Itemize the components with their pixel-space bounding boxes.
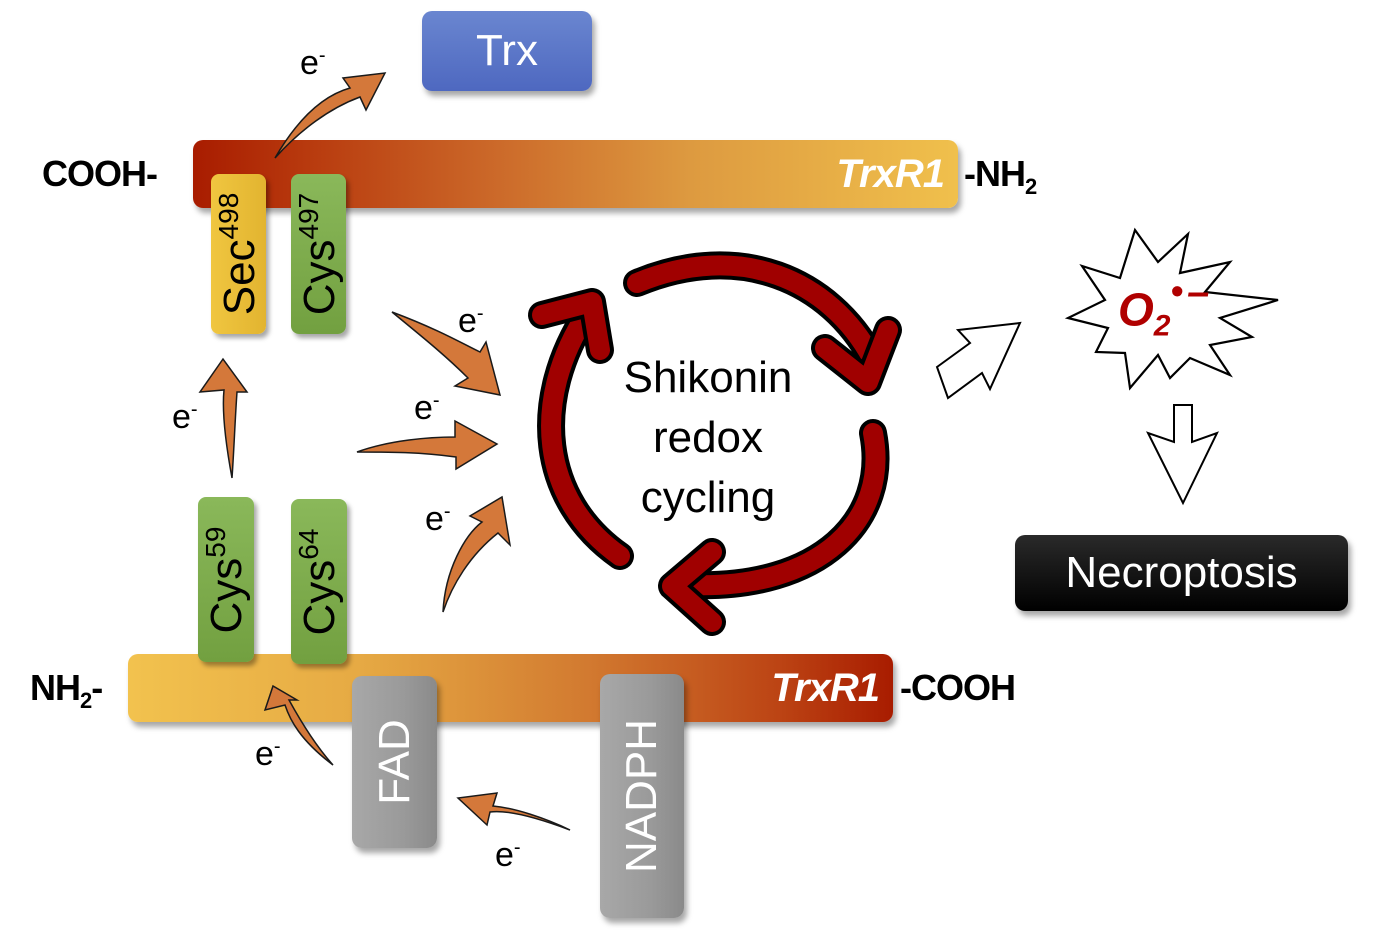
electron-label: e- [414, 389, 440, 427]
hollow-arrow-down-icon [1146, 404, 1219, 506]
shikonin-redox-cycling-label: Shikonin redox cycling [623, 353, 793, 522]
electron-arrow-icon [391, 311, 502, 396]
electron-label: e- [255, 735, 281, 773]
bottom-left-terminus: NH2- [30, 667, 103, 714]
bottom-right-terminus: -COOH [900, 667, 1016, 708]
cofactor-nadph: NADPH [600, 674, 684, 918]
top-right-terminus: -NH2 [964, 153, 1037, 200]
electron-arrow-icon [263, 684, 334, 766]
electron-label: e- [458, 302, 484, 340]
electron-arrow-icon [356, 419, 499, 471]
residue-cys59: Cys59 [198, 497, 254, 662]
residue-sec498: Sec498 [211, 174, 266, 334]
electron-label: e- [495, 836, 521, 874]
electron-arrow-icon [198, 357, 249, 479]
top-left-terminus: COOH- [42, 153, 158, 194]
trxr1-bottom-label: TrxR1 [771, 666, 880, 710]
electron-arrow-icon [274, 72, 387, 159]
electron-arrow-icon [456, 792, 571, 831]
hollow-arrow-up-right-icon [935, 321, 1022, 400]
electron-label: e- [172, 398, 198, 436]
starburst-icon [1064, 227, 1279, 391]
trx-box: Trx [422, 11, 592, 91]
superoxide-text: O2•– [1118, 270, 1210, 343]
electron-arrow-icon [442, 495, 512, 613]
trxr1-bottom-bar: TrxR1 [128, 654, 893, 722]
necroptosis-box: Necroptosis [1015, 535, 1348, 611]
trxr1-top-label: TrxR1 [836, 152, 945, 196]
cofactor-fad: FAD [352, 676, 437, 848]
residue-cys497: Cys497 [291, 174, 346, 334]
residue-cys64: Cys64 [291, 499, 347, 664]
electron-label: e- [300, 44, 326, 82]
electron-label: e- [425, 500, 451, 538]
